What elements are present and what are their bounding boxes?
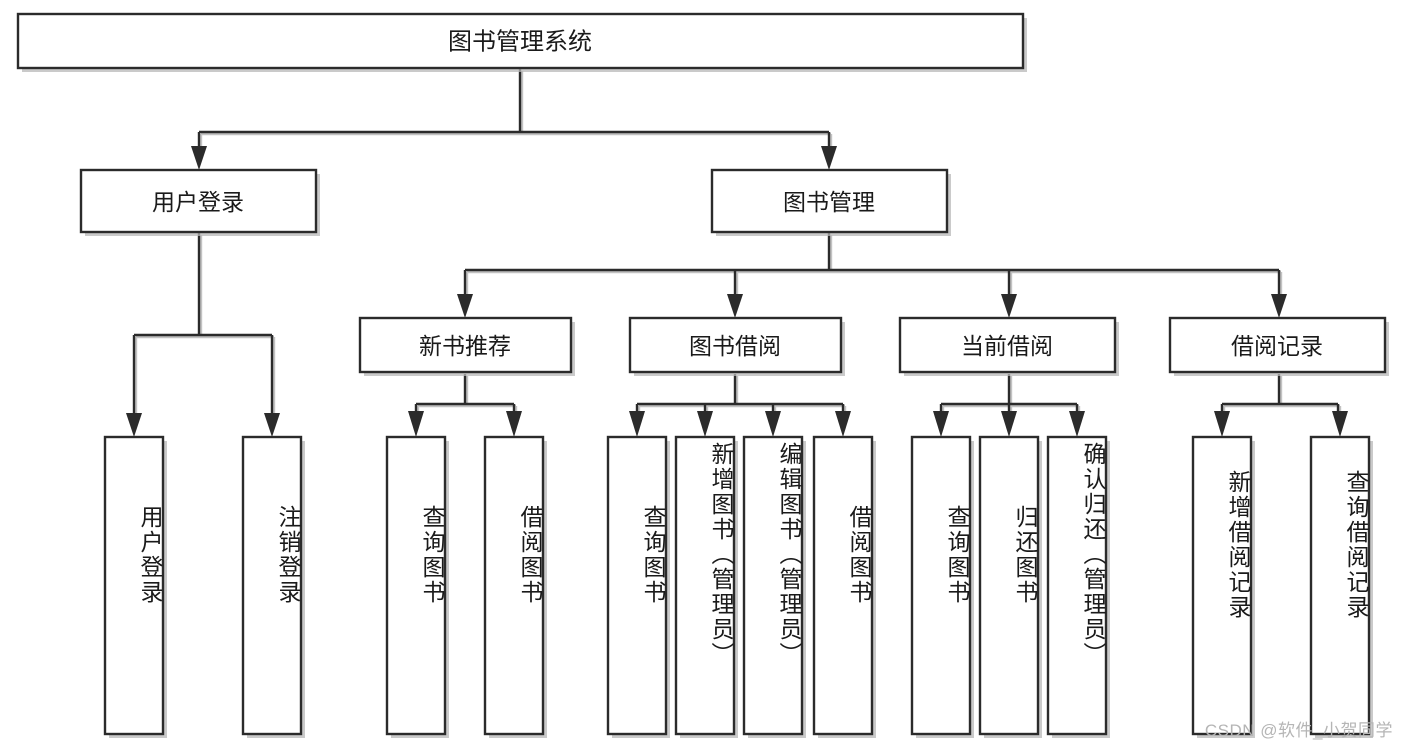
node-new-book-recommend[interactable]: 新书推荐 — [358, 316, 575, 376]
node-root[interactable]: 图书管理系统 — [16, 12, 1027, 72]
connector-bookmgmt-to-level3 — [457, 233, 1287, 318]
node-current-borrow[interactable]: 当前借阅 — [898, 316, 1119, 376]
node-book-borrow[interactable]: 图书借阅 — [628, 316, 845, 376]
node-user-login-label: 用户登录 — [152, 189, 244, 215]
leaf-box-current-confirm[interactable] — [1046, 435, 1110, 738]
node-book-borrow-label: 图书借阅 — [689, 333, 781, 359]
node-current-borrow-label: 当前借阅 — [961, 333, 1053, 359]
leaf-box-user-logout[interactable] — [241, 435, 305, 738]
leaf-box-current-return[interactable] — [978, 435, 1042, 738]
leaf-box-newbook-borrow[interactable] — [483, 435, 547, 738]
leaf-box-current-query[interactable] — [910, 435, 974, 738]
node-root-label: 图书管理系统 — [448, 29, 592, 56]
connector-newbook-to-leaves — [408, 374, 522, 437]
leaf-box-borrow-query[interactable] — [606, 435, 670, 738]
leaf-box-newbook-query[interactable] — [385, 435, 449, 738]
watermark-text: CSDN @软件_小贺同学 — [1204, 721, 1393, 740]
node-borrow-record-label: 借阅记录 — [1231, 333, 1323, 359]
connector-borrowrecord-to-leaves — [1214, 374, 1348, 437]
connector-userlogin-to-leaves — [126, 233, 280, 437]
leaf-box-borrow-borrow[interactable] — [812, 435, 876, 738]
leaf-box-record-query[interactable] — [1309, 435, 1373, 738]
leaf-box-record-add[interactable] — [1191, 435, 1255, 738]
leaf-box-borrow-add[interactable] — [674, 435, 738, 738]
node-book-management[interactable]: 图书管理 — [710, 168, 951, 236]
node-new-book-recommend-label: 新书推荐 — [419, 333, 511, 359]
leaf-box-borrow-edit[interactable] — [742, 435, 806, 738]
node-borrow-record[interactable]: 借阅记录 — [1168, 316, 1389, 376]
node-book-management-label: 图书管理 — [783, 189, 875, 215]
connector-root-to-level2 — [191, 69, 837, 170]
connector-currentborrow-to-leaves — [933, 374, 1085, 437]
connector-bookborrow-to-leaves — [629, 374, 851, 437]
node-user-login[interactable]: 用户登录 — [79, 168, 320, 236]
leaf-box-user-login-1[interactable] — [103, 435, 167, 738]
